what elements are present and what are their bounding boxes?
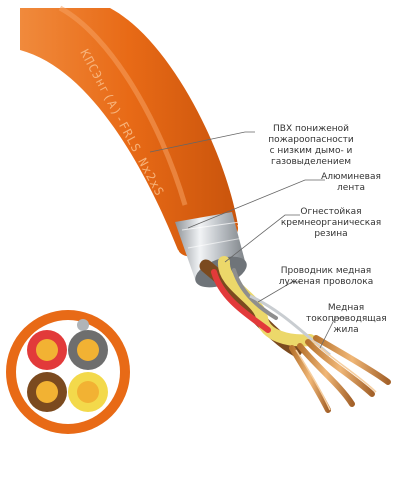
callout-sheath-line1: ПВХ пониженой пожароопасности (268, 124, 354, 145)
cross-section-diagram (6, 310, 130, 434)
callout-foil-line2: лента (337, 183, 365, 193)
callout-drain-line1: Проводник медная (280, 266, 372, 276)
callout-insulation-line1: Огнестойкая (300, 207, 362, 217)
callout-drain-line2: луженая проволока (278, 277, 374, 287)
callout-insulation-line3: резина (314, 229, 348, 239)
callout-drain: Проводник медная луженая проволока (266, 266, 386, 288)
callout-foil-line1: Алюминевая (321, 172, 381, 182)
leader-lines (149, 131, 345, 349)
callout-core-line1: Медная (327, 303, 365, 313)
callout-core-line3: жила (333, 325, 359, 335)
callout-core: Медная токопроводящая жила (306, 303, 387, 336)
callout-insulation-line2: кремнеорганическая (280, 218, 382, 228)
callout-core-line2: токопроводящая (306, 314, 387, 324)
callout-sheath-line2: с низким дымо- и газовыделением (269, 146, 353, 167)
copper-strands (289, 335, 391, 413)
callout-insulation: Огнестойкая кремнеорганическая резина (276, 207, 386, 240)
callout-foil: Алюминевая лента (316, 172, 386, 194)
callout-sheath: ПВХ пониженой пожароопасности с низким д… (236, 124, 386, 168)
